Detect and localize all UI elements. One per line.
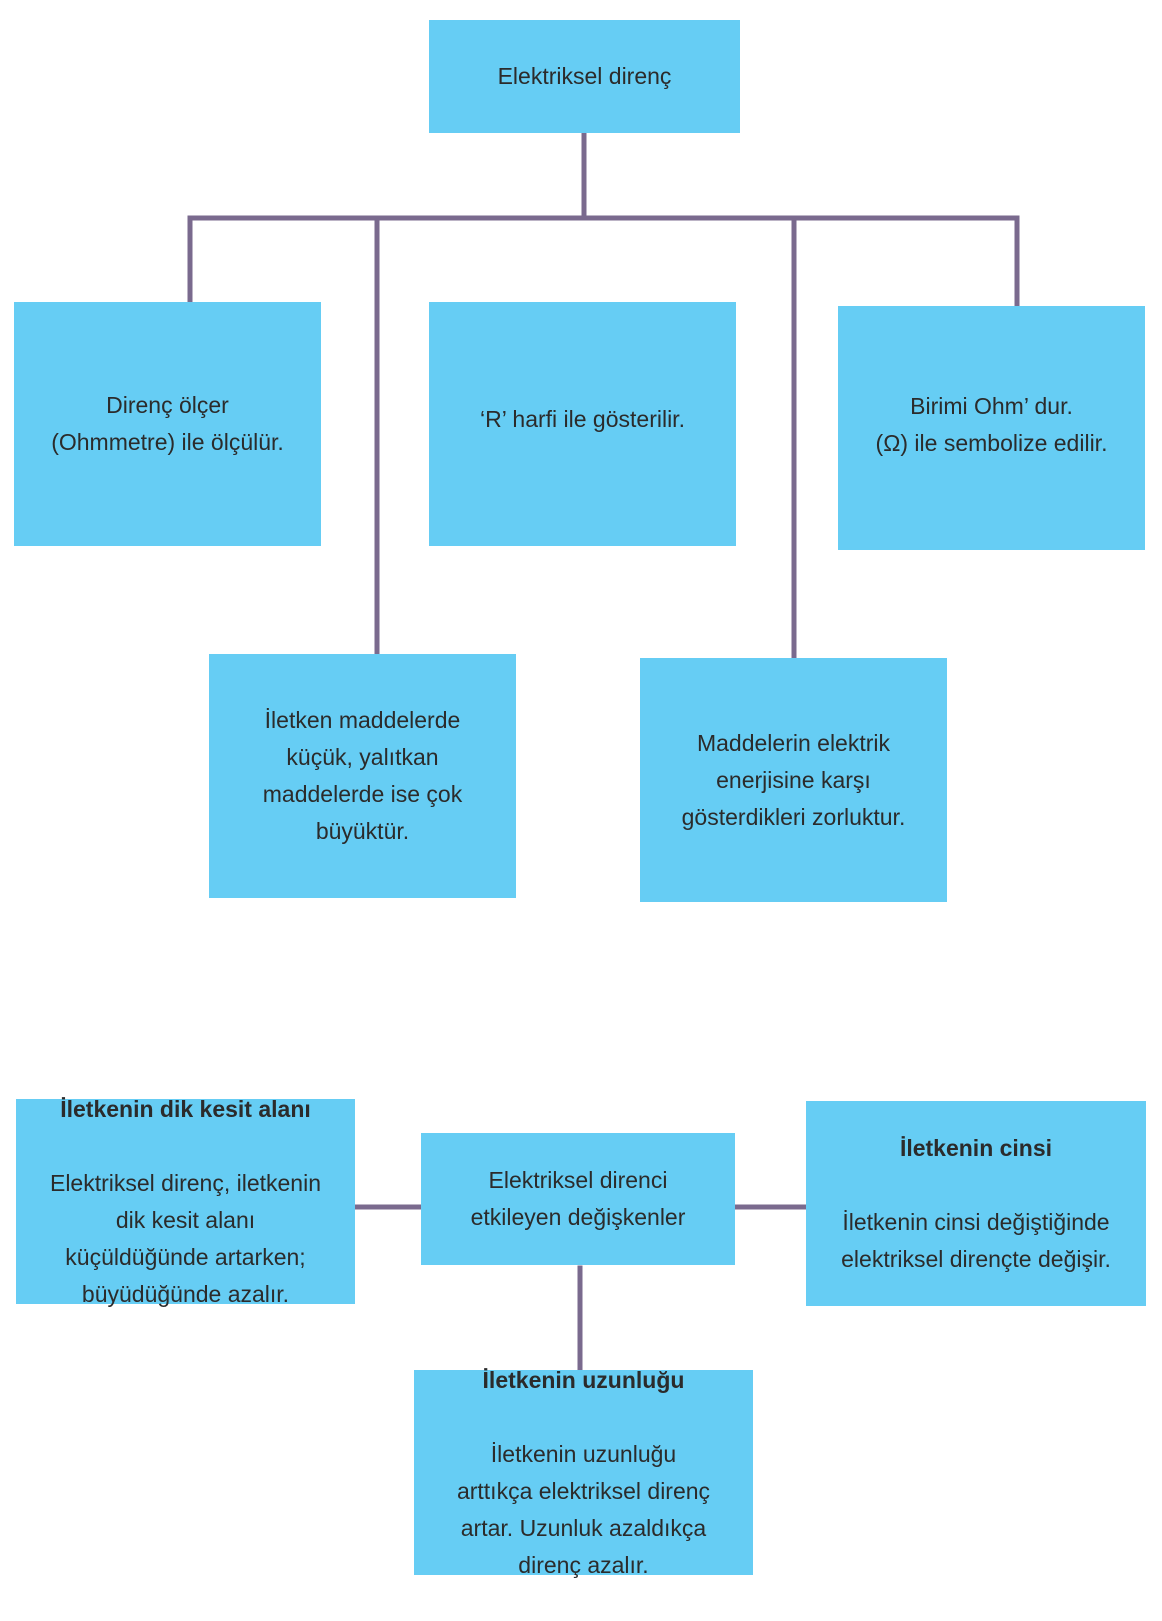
cross-section-content: İletkenin dik kesit alanı Elektriksel di… (50, 1054, 321, 1350)
factors-center-box: Elektriksel direnci etkileyen değişkenle… (421, 1133, 735, 1265)
magnitude-box: İletken maddelerde küçük, yalıtkan madde… (209, 654, 516, 898)
conductor-type-box: İletkenin cinsi İletkenin cinsi değiştiğ… (806, 1101, 1146, 1306)
conductor-type-title: İletkenin cinsi (899, 1134, 1053, 1161)
conductor-length-box: İletkenin uzunluğu İletkenin uzunluğu ar… (414, 1367, 753, 1578)
unit-box: Birimi Ohm’ dur. (Ω) ile sembolize edili… (838, 306, 1145, 550)
measurement-box: Direnç ölçer (Ohmmetre) ile ölçülür. (14, 302, 321, 546)
root-node-label: Elektriksel direnç (497, 63, 672, 89)
conductor-length-title: İletkenin uzunluğu (482, 1366, 685, 1393)
conductor-length-content: İletkenin uzunluğu İletkenin uzunluğu ar… (457, 1325, 710, 1621)
cross-section-box: İletkenin dik kesit alanı Elektriksel di… (16, 1096, 355, 1307)
definition-box: Maddelerin elektrik enerjisine karşı gös… (640, 658, 947, 902)
definition-text: Maddelerin elektrik enerjisine karşı gös… (681, 729, 906, 830)
factors-center-text: Elektriksel direnci etkileyen değişkenle… (470, 1167, 686, 1230)
symbol-box: ‘R’ harfi ile gösterilir. (429, 302, 736, 546)
root-node-box: Elektriksel direnç (429, 20, 740, 133)
measurement-text: Direnç ölçer (Ohmmetre) ile ölçülür. (51, 392, 284, 455)
unit-text: Birimi Ohm’ dur. (Ω) ile sembolize edili… (875, 393, 1108, 456)
conductor-type-content: İletkenin cinsi İletkenin cinsi değiştiğ… (841, 1093, 1111, 1315)
conductor-length-text: İletkenin uzunluğu arttıkça elektriksel … (456, 1440, 711, 1578)
symbol-text: ‘R’ harfi ile gösterilir. (480, 405, 685, 432)
cross-section-title: İletkenin dik kesit alanı (60, 1095, 311, 1122)
cross-section-text: Elektriksel direnç, iletkenin dik kesit … (49, 1169, 321, 1307)
magnitude-text: İletken maddelerde küçük, yalıtkan madde… (262, 707, 463, 844)
conductor-type-text: İletkenin cinsi değiştiğinde elektriksel… (841, 1208, 1111, 1272)
